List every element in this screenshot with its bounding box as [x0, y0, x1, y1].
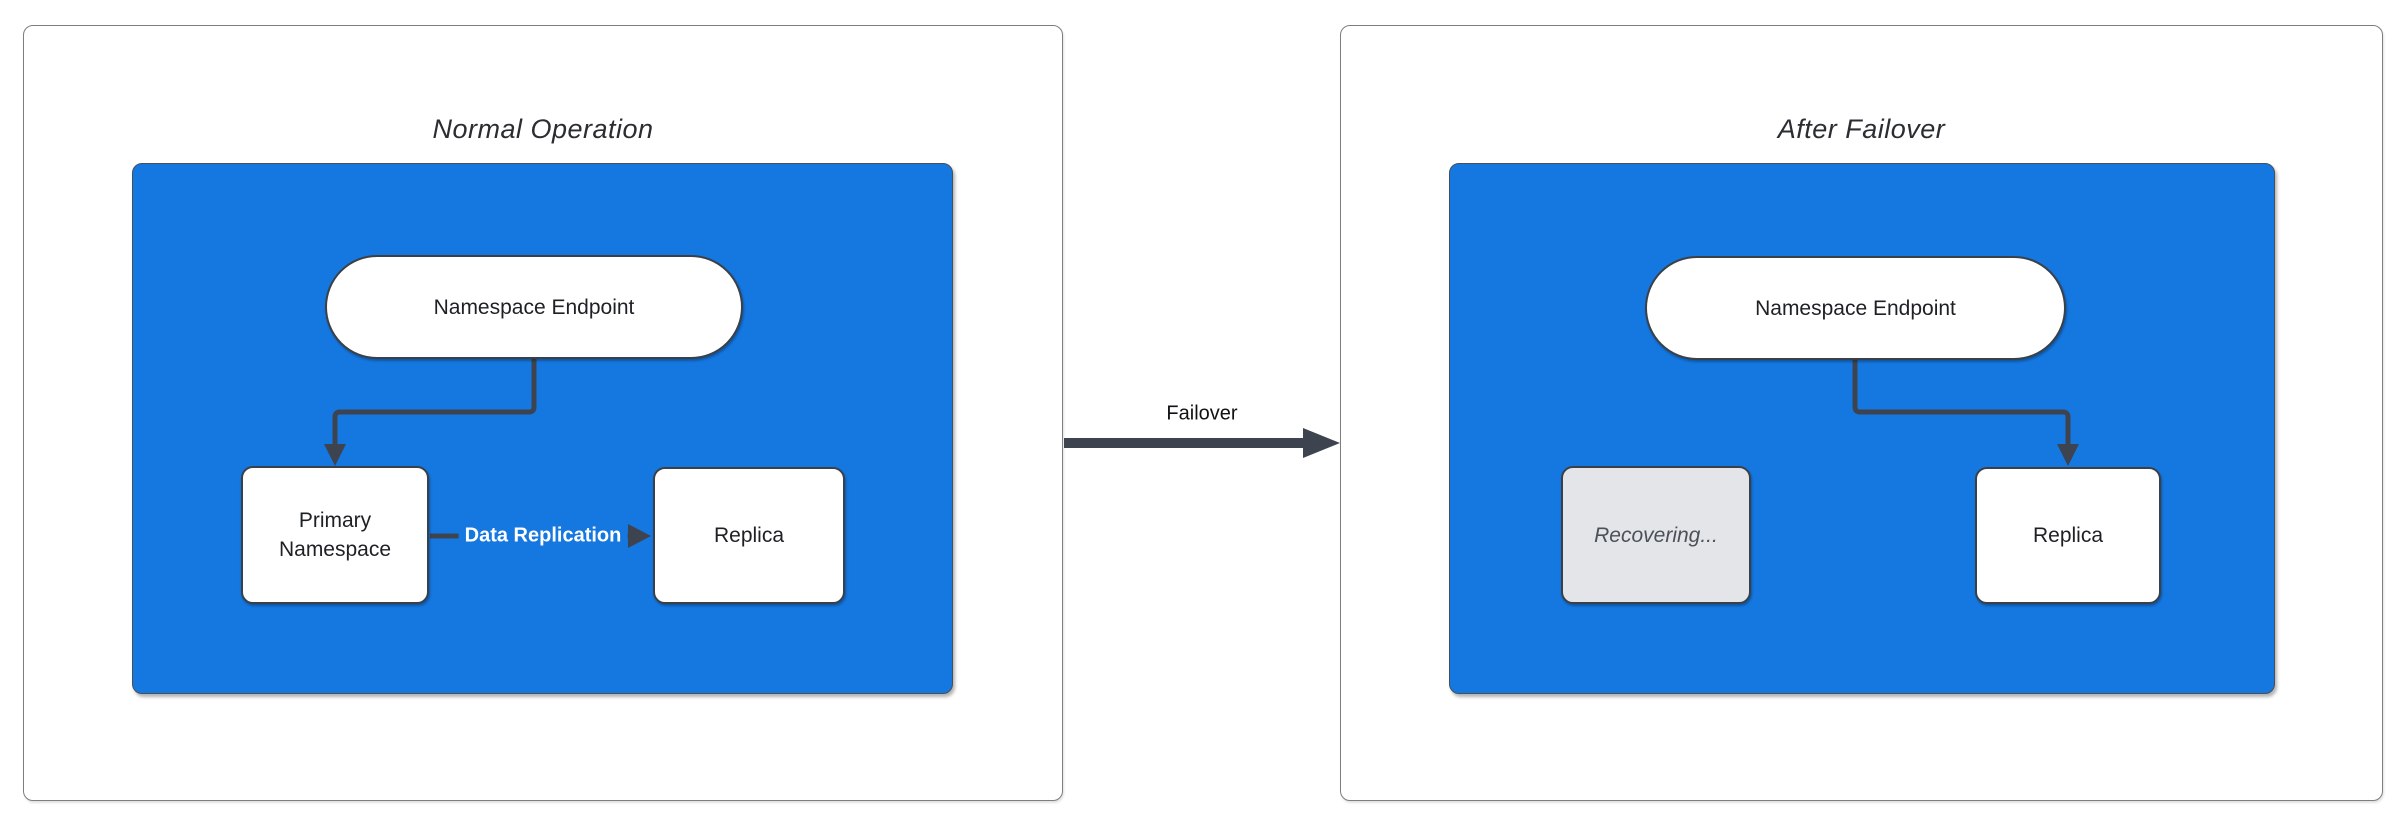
panel-title-after-failover: After Failover	[1777, 114, 1946, 144]
node-replica-failover-label: Replica	[2032, 524, 2104, 547]
panel-title-normal-operation: Normal Operation	[432, 114, 654, 144]
edge-label-data-replication: Data Replication	[458, 521, 628, 551]
namespace-group-failover	[1449, 163, 2275, 694]
node-recovering-label: Recovering...	[1594, 523, 1718, 547]
node-namespace-endpoint-failover: Namespace Endpoint	[1645, 256, 2066, 360]
node-primary-namespace: Primary Namespace	[241, 466, 429, 604]
node-namespace-endpoint-normal-label: Namespace Endpoint	[433, 295, 635, 319]
namespace-group-normal	[132, 163, 953, 694]
node-replica-normal-label: Replica	[713, 524, 785, 547]
node-namespace-endpoint-normal: Namespace Endpoint	[325, 255, 743, 359]
node-replica-normal: Replica	[653, 467, 845, 604]
node-primary-namespace-label: Primary Namespace	[278, 509, 392, 561]
node-namespace-endpoint-failover-label: Namespace Endpoint	[1755, 296, 1956, 320]
arrowhead-failover	[1303, 428, 1340, 458]
node-replica-failover: Replica	[1975, 467, 2161, 604]
edge-label-failover: Failover	[1166, 402, 1238, 425]
node-recovering: Recovering...	[1561, 466, 1751, 604]
